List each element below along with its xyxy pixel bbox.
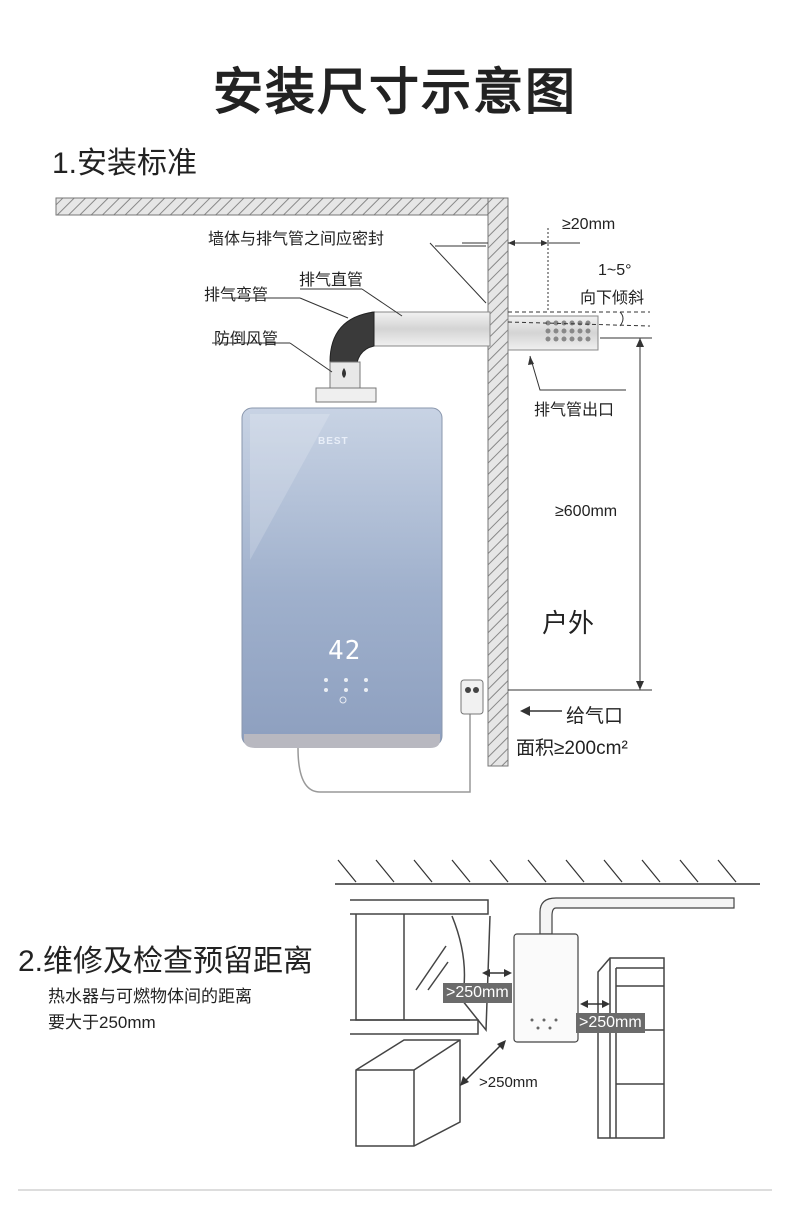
label-straight-pipe: 排气直管: [299, 272, 364, 289]
label-clearance: ≥20mm: [562, 216, 616, 233]
anti-backdraft-pipe: [329, 361, 361, 393]
heater-display: 42: [328, 636, 362, 666]
label-outlet: 排气管出口: [534, 402, 615, 419]
page-title: 安装尺寸示意图: [213, 64, 577, 120]
section2-heading: 2.维修及检查预留距离: [18, 945, 314, 978]
ceiling: [55, 197, 509, 216]
section1-heading: 1.安装标准: [52, 147, 198, 180]
label-height: ≥600mm: [555, 503, 618, 520]
wall: [487, 197, 509, 767]
distance-right-tag: >250mm: [576, 1013, 645, 1033]
section2-note-line1: 热水器与可燃物体间的距离: [48, 987, 252, 1006]
section2-note-line2: 要大于250mm: [48, 1013, 156, 1032]
label-tilt-direction: 向下倾斜: [580, 290, 645, 307]
label-inlet-area: 面积≥200cm²: [516, 738, 628, 759]
label-anti-backdraft: 防倒风管: [214, 331, 279, 348]
label-seal: 墙体与排气管之间应密封: [208, 231, 385, 248]
label-elbow-pipe: 排气弯管: [204, 287, 269, 304]
label-tilt-range: 1~5°: [598, 262, 632, 279]
distance-left-tag: >250mm: [443, 983, 512, 1003]
exhaust-straight-pipe: [371, 311, 491, 347]
label-inlet: 给气口: [566, 706, 624, 727]
heater-brand-logo: BEST: [318, 436, 349, 447]
distance-front-label: >250mm: [479, 1074, 538, 1091]
water-heater-small: [513, 933, 579, 1043]
label-outdoor: 户外: [542, 608, 595, 638]
power-plug: [460, 679, 484, 715]
